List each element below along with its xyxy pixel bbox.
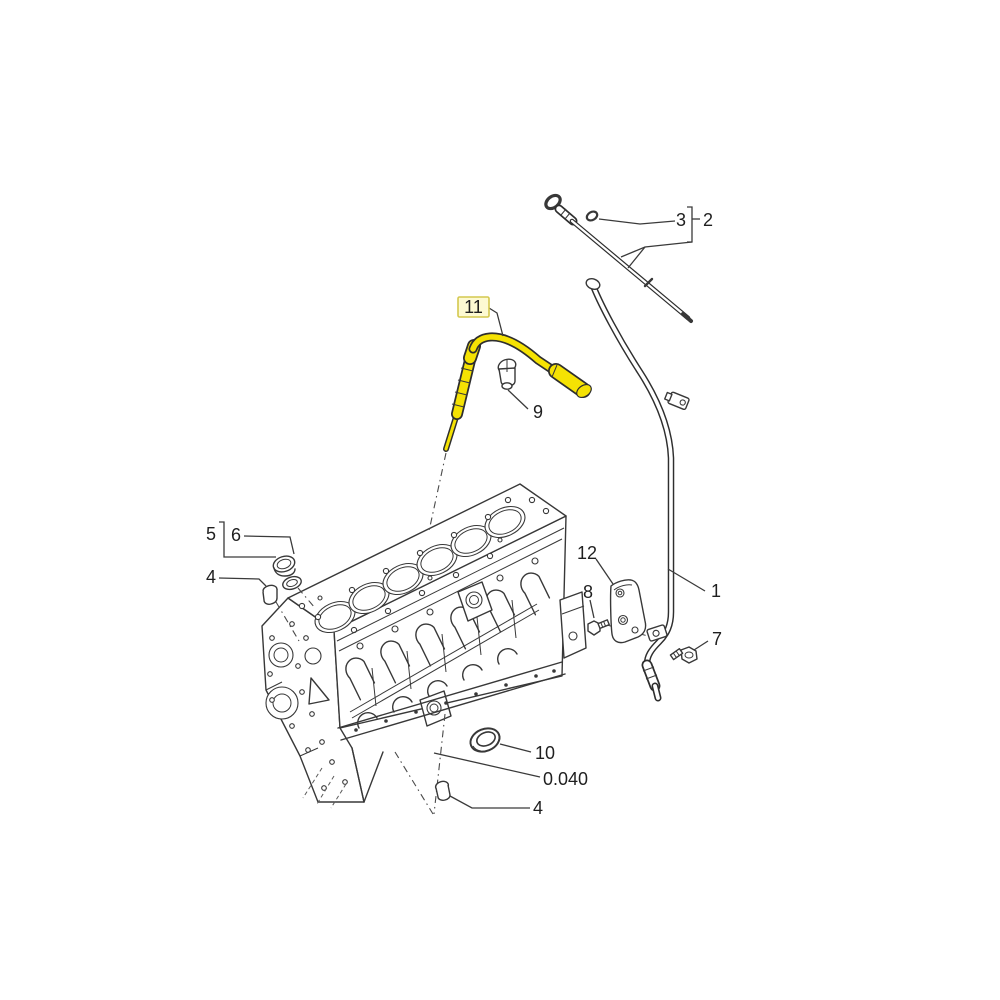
callout-11-highlight-box[interactable] [457,296,490,318]
deck-bolt-holes [298,496,550,634]
callout-12-label[interactable]: 12 [577,543,597,563]
callout-4-upper-label[interactable]: 4 [206,567,216,587]
callout-10: 10 [499,743,555,763]
callout-5: 5 [206,521,276,558]
callout-2: 2 [620,206,713,269]
plug-part-4-lower [434,780,451,801]
o-ring-part-3 [585,210,599,222]
cup-plug-part-6 [272,555,296,577]
assembly-line-washer5 [297,587,316,609]
bushing-part-4-upper [262,584,278,605]
callout-3-label[interactable]: 3 [676,210,686,230]
callout-8: 8 [583,582,595,619]
bolt-part-8 [587,619,610,636]
callout-5-label[interactable]: 5 [206,524,216,544]
end-face-details [265,621,348,791]
bracket-part-12 [609,579,647,644]
callout-7-label[interactable]: 7 [712,629,722,649]
washer-part-5 [282,575,302,591]
side-boss-upper [457,581,493,622]
callout-11: 11 [457,296,504,337]
seal-ring-part-10 [469,727,501,753]
assembly-line-plug4-b [394,751,434,815]
clip-part-9 [497,358,517,390]
bolt-part-7 [669,646,698,664]
oil-tube-part-11-highlighted [443,332,592,452]
callout-2-label[interactable]: 2 [703,210,713,230]
callout-1-label[interactable]: 1 [711,581,721,601]
callout-3: 3 [598,210,686,230]
callout-11-label[interactable]: 11 [464,297,483,317]
side-seam-line [349,603,538,713]
bearing-arches [357,648,518,729]
callout-8-label[interactable]: 8 [583,582,593,602]
side-boss-lower [419,690,452,727]
clearance-label[interactable]: 0.040 [543,769,588,789]
assembly-line-tube11 [428,452,447,532]
pan-rail [337,661,566,803]
callout-4-lower-label[interactable]: 4 [533,798,543,818]
section-hatching [302,767,347,809]
callout-4-upper: 4 [206,567,267,587]
callout-9-label[interactable]: 9 [533,402,543,422]
cylinder-bores [314,505,526,634]
callout-6: 6 [231,525,295,555]
dipstick-tube-part-1 [585,278,690,702]
callout-4-lower: 4 [449,795,543,818]
side-ribs [371,599,517,707]
callout-clearance: 0.040 [433,752,588,789]
engine-block [261,483,587,809]
callout-10-label[interactable]: 10 [535,743,555,763]
callout-9: 9 [507,389,543,422]
callout-6-label[interactable]: 6 [231,525,241,545]
right-step [559,591,587,659]
callout-1: 1 [667,568,721,601]
callout-7: 7 [693,629,722,651]
deck-side-band [336,527,565,652]
side-arch-pockets [345,572,551,701]
callout-12: 12 [577,543,614,585]
assembly-line-bushing4 [275,601,300,642]
assembly-line-plug4-a [433,713,446,815]
dipstick-part-2 [544,193,693,323]
